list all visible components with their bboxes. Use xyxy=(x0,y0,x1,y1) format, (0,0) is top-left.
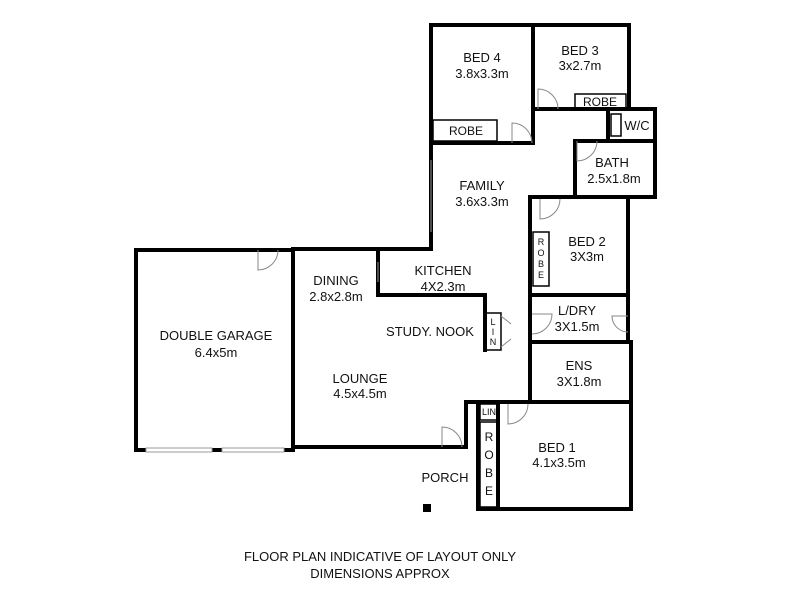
front-door-swing xyxy=(441,426,463,448)
bed3-robe-label: ROBE xyxy=(583,95,617,109)
study-linen xyxy=(484,312,502,351)
garage-window-2 xyxy=(221,447,285,453)
bed4-door-swing xyxy=(511,122,533,144)
room-labels: BED 4 3.8x3.3m BED 3 3x2.7m FAMILY 3.6x3… xyxy=(160,43,641,485)
laundry-ext-door-swing xyxy=(611,315,629,333)
study-name: STUDY. NOOK xyxy=(386,324,474,339)
bed2-robe-label-r: R xyxy=(538,237,545,247)
bed2-door-swing xyxy=(539,198,561,220)
bed2-robe-label-e: E xyxy=(538,270,544,280)
bed2-robe xyxy=(532,231,550,287)
bath-size: 2.5x1.8m xyxy=(587,171,640,186)
bed4-name: BED 4 xyxy=(463,50,501,65)
bed1-robe-label-o: O xyxy=(484,448,493,462)
bed2-robe-label-b: B xyxy=(538,259,544,269)
ens-size: 3X1.8m xyxy=(557,374,602,389)
garage-size: 6.4x5m xyxy=(195,345,238,360)
kitchen-size: 4X2.3m xyxy=(421,279,466,294)
bed1-size: 4.1x3.5m xyxy=(532,455,585,470)
doors xyxy=(257,88,629,448)
fixtures xyxy=(423,93,627,512)
bed1-robe-label-r: R xyxy=(485,430,494,444)
disclaimer-line-2: DIMENSIONS APPROX xyxy=(310,566,450,581)
bed3-size: 3x2.7m xyxy=(559,58,602,73)
bed1-linen xyxy=(479,403,499,421)
bed2-robe-label-o: O xyxy=(537,248,544,258)
ens-name: ENS xyxy=(566,358,593,373)
bed4-size: 3.8x3.3m xyxy=(455,66,508,81)
laundry-door-swing xyxy=(531,313,553,335)
kitchen-name: KITCHEN xyxy=(414,263,471,278)
dining-name: DINING xyxy=(313,273,359,288)
walls xyxy=(134,23,657,511)
garage-window-1 xyxy=(145,447,213,453)
family-name: FAMILY xyxy=(459,178,505,193)
family-right-wall xyxy=(531,107,567,145)
windows xyxy=(145,160,432,453)
garage-door-swing xyxy=(257,249,279,271)
bed1-robe-label-e: E xyxy=(485,484,493,498)
bath-door-swing xyxy=(576,140,598,162)
garage-name: DOUBLE GARAGE xyxy=(160,328,273,343)
fixture-labels: ROBE ROBE W/C R O B E L I N LIN R O B E xyxy=(449,95,650,498)
family-size: 3.6x3.3m xyxy=(455,194,508,209)
bed1-robe-label-b: B xyxy=(485,466,493,480)
study-linen-door-swing xyxy=(500,315,512,348)
porch-post xyxy=(423,504,431,512)
bed2-size: 3X3m xyxy=(570,249,604,264)
lounge-name: LOUNGE xyxy=(333,371,388,386)
lounge-size: 4.5x4.5m xyxy=(333,386,386,401)
bed3-name: BED 3 xyxy=(561,43,599,58)
bed4-robe xyxy=(432,119,498,142)
bed4-robe-label: ROBE xyxy=(449,124,483,138)
laundry-size: 3X1.5m xyxy=(555,319,600,334)
porch-name: PORCH xyxy=(422,470,469,485)
bed2-name: BED 2 xyxy=(568,234,606,249)
wc-label: W/C xyxy=(624,118,649,133)
bed1-name: BED 1 xyxy=(538,440,576,455)
dining-size: 2.8x2.8m xyxy=(309,289,362,304)
study-lin-label-l: L xyxy=(490,317,495,327)
bed3-robe xyxy=(574,93,627,110)
study-lin-label-n: N xyxy=(490,337,497,347)
wc-inner xyxy=(610,113,622,137)
disclaimer: FLOOR PLAN INDICATIVE OF LAYOUT ONLY DIM… xyxy=(244,549,516,581)
laundry-name: L/DRY xyxy=(558,303,596,318)
bed3-door-swing xyxy=(537,88,559,110)
bath-name: BATH xyxy=(595,155,629,170)
study-lin-label-i: I xyxy=(492,327,495,337)
bed1-door-swing xyxy=(507,403,529,425)
bed1-lin-label: LIN xyxy=(482,407,496,417)
bed1-robe xyxy=(479,421,499,508)
disclaimer-line-1: FLOOR PLAN INDICATIVE OF LAYOUT ONLY xyxy=(244,549,516,564)
